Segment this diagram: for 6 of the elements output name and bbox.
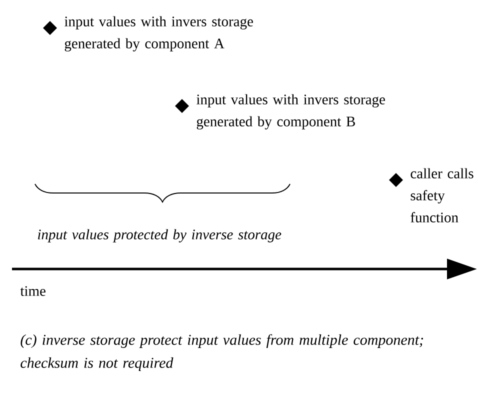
caption: (c) inverse storage protect input values from multiple component; checksum is not required — [20, 334, 424, 371]
note: time — [20, 286, 46, 296]
note: caller calls safety function — [410, 168, 474, 222]
note: input values with invers storage generated by component A — [64, 16, 253, 52]
note: input values with invers storage generated by component B — [196, 94, 385, 130]
note: input values protected by inverse storage — [38, 229, 282, 242]
